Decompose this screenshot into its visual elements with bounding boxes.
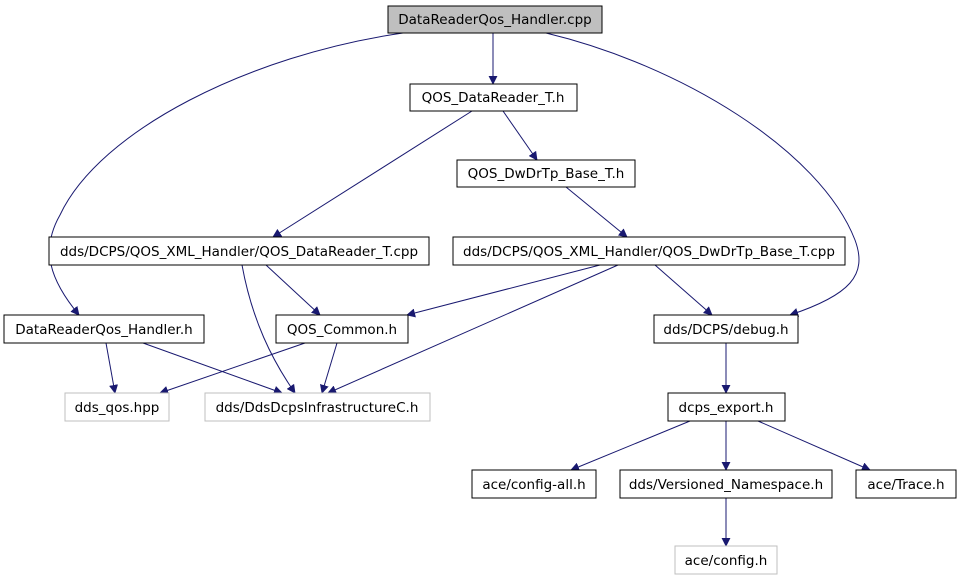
node-ddsdcpsinfrastructurec-h[interactable]: dds/DdsDcpsInfrastructureC.h	[204, 392, 431, 422]
node-label: QOS_DwDrTp_Base_T.h	[468, 166, 625, 182]
edge-qos-dwdrtp-base-t-cpp-to-debug-h	[654, 264, 713, 316]
edge-qos-common-h-to-dds-qos-hpp	[159, 342, 306, 395]
node-label: ace/Trace.h	[867, 477, 944, 493]
node-qos-dwdrtp-base-t-h[interactable]: QOS_DwDrTp_Base_T.h	[456, 159, 636, 188]
node-label: ace/config.h	[685, 553, 768, 569]
node-label: DataReaderQos_Handler.cpp	[398, 12, 591, 28]
edge-qos-common-h-to-ddsdcpsinfrastructurec-h	[320, 342, 338, 394]
edge-root-to-datareaderqos-handler-h	[49, 32, 404, 316]
node-label: dds/DdsDcpsInfrastructureC.h	[216, 400, 419, 416]
edge-datareaderqos-handler-h-to-dds-qos-hpp	[105, 342, 118, 394]
node-label: dds/DCPS/QOS_XML_Handler/QOS_DwDrTp_Base…	[463, 244, 835, 260]
node-debug-h[interactable]: dds/DCPS/debug.h	[653, 314, 799, 344]
node-qos-datareader-t-h[interactable]: QOS_DataReader_T.h	[409, 83, 578, 112]
edge-qos-datareader-t-cpp-to-ddsdcpsinfrastructurec-h	[241, 264, 296, 394]
node-qos-dwdrtp-base-t-cpp[interactable]: dds/DCPS/QOS_XML_Handler/QOS_DwDrTp_Base…	[452, 236, 846, 266]
node-datareaderqos-handler-h[interactable]: DataReaderQos_Handler.h	[3, 314, 205, 344]
node-versioned-namespace-h[interactable]: dds/Versioned_Namespace.h	[619, 469, 833, 499]
edge-dcps-export-h-to-config-all-h	[570, 420, 691, 472]
node-label: ace/config-all.h	[482, 477, 585, 493]
edge-qos-dwdrtp-base-t-cpp-to-ddsdcpsinfrastructurec-h	[327, 264, 619, 394]
edge-dcps-export-h-to-trace-h	[757, 420, 871, 471]
node-label: QOS_DataReader_T.h	[422, 90, 565, 106]
node-label: DataReaderQos_Handler.h	[15, 322, 192, 338]
node-config-h[interactable]: ace/config.h	[674, 545, 778, 575]
edge-datareaderqos-handler-h-to-ddsdcpsinfrastructurec-h	[142, 342, 283, 395]
node-label: dds/DCPS/debug.h	[663, 322, 788, 338]
edge-qos-datareader-t-cpp-to-qos-common-h	[265, 264, 321, 316]
node-trace-h[interactable]: ace/Trace.h	[855, 469, 957, 499]
node-label: dcps_export.h	[679, 400, 774, 416]
node-dds-qos-hpp[interactable]: dds_qos.hpp	[64, 392, 170, 422]
edge-qos-datareader-t-h-to-qos-datareader-t-cpp	[272, 110, 473, 238]
node-qos-common-h[interactable]: QOS_Common.h	[275, 314, 409, 344]
node-dcps-export-h[interactable]: dcps_export.h	[667, 392, 786, 422]
edge-qos-dwdrtp-base-t-h-to-qos-dwdrtp-base-t-cpp	[565, 186, 628, 238]
edge-qos-dwdrtp-base-t-cpp-to-qos-common-h	[406, 264, 601, 318]
edge-root-to-debug-h	[545, 32, 860, 317]
node-label: QOS_Common.h	[287, 322, 397, 338]
node-label: dds/DCPS/QOS_XML_Handler/QOS_DataReader_…	[60, 244, 418, 260]
node-label: dds/Versioned_Namespace.h	[629, 477, 823, 493]
node-qos-datareader-t-cpp[interactable]: dds/DCPS/QOS_XML_Handler/QOS_DataReader_…	[48, 236, 430, 266]
edge-qos-datareader-t-h-to-qos-dwdrtp-base-t-h	[502, 110, 538, 161]
edges	[49, 32, 871, 547]
node-root-file[interactable]: DataReaderQos_Handler.cpp	[387, 5, 603, 34]
node-config-all-h[interactable]: ace/config-all.h	[471, 469, 597, 499]
node-label: dds_qos.hpp	[75, 400, 160, 416]
